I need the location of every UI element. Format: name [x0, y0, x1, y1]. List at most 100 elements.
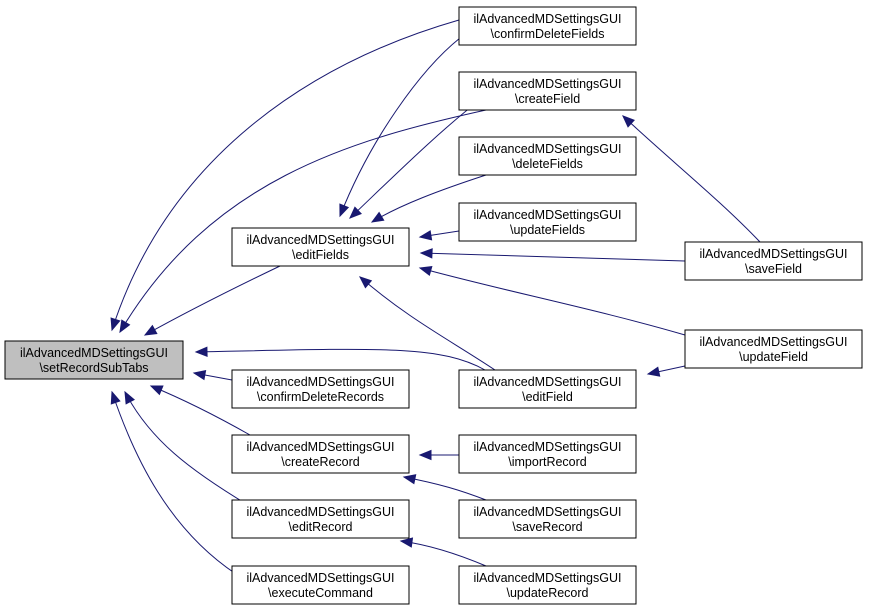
edge-updateRecord-to-editRecord: [399, 537, 487, 567]
edge-editField-to-editFields: [359, 276, 496, 371]
edge-line: [403, 476, 487, 501]
node-editField[interactable]: ilAdvancedMDSettingsGUI\editField: [458, 369, 637, 409]
node-class-label: ilAdvancedMDSettingsGUI: [474, 208, 622, 222]
node-class-label: ilAdvancedMDSettingsGUI: [247, 505, 395, 519]
node-deleteFields[interactable]: ilAdvancedMDSettingsGUI\deleteFields: [458, 136, 637, 176]
edge-executeCommand-to-setRecordSubTabs: [110, 390, 237, 575]
edge-line: [124, 391, 249, 506]
arrowhead: [646, 366, 661, 377]
edge-line: [339, 37, 461, 217]
arrowhead: [110, 317, 121, 332]
node-box: [231, 434, 410, 474]
node-method-label: \setRecordSubTabs: [39, 361, 148, 375]
node-box: [458, 136, 637, 176]
node-class-label: ilAdvancedMDSettingsGUI: [474, 375, 622, 389]
arrowhead: [349, 206, 362, 219]
edge-editField-to-setRecordSubTabs: [194, 346, 486, 371]
edge-line: [150, 385, 251, 436]
node-class-label: ilAdvancedMDSettingsGUI: [474, 12, 622, 26]
node-box: [458, 499, 637, 539]
node-method-label: \importRecord: [508, 455, 587, 469]
call-nodes: ilAdvancedMDSettingsGUI\setRecordSubTabs…: [4, 6, 863, 605]
node-importRecord[interactable]: ilAdvancedMDSettingsGUI\importRecord: [458, 434, 637, 474]
node-method-label: \createField: [515, 92, 580, 106]
node-setRecordSubTabs[interactable]: ilAdvancedMDSettingsGUI\setRecordSubTabs: [4, 340, 184, 380]
edge-createRecord-to-setRecordSubTabs: [149, 385, 251, 436]
node-method-label: \editRecord: [289, 520, 353, 534]
arrowhead: [339, 203, 350, 218]
node-confirmDeleteRecords[interactable]: ilAdvancedMDSettingsGUI\confirmDeleteRec…: [231, 369, 410, 409]
node-method-label: \updateFields: [510, 223, 585, 237]
arrowhead: [119, 319, 131, 334]
edge-confirmDeleteFields-to-setRecordSubTabs: [110, 19, 460, 332]
node-class-label: ilAdvancedMDSettingsGUI: [247, 440, 395, 454]
node-editRecord[interactable]: ilAdvancedMDSettingsGUI\editRecord: [231, 499, 410, 539]
edge-line: [195, 348, 486, 371]
edge-line: [420, 252, 686, 262]
node-updateRecord[interactable]: ilAdvancedMDSettingsGUI\updateRecord: [458, 565, 637, 605]
arrowhead: [192, 369, 207, 381]
node-method-label: \deleteFields: [512, 157, 583, 171]
node-method-label: \updateRecord: [506, 586, 588, 600]
node-saveRecord[interactable]: ilAdvancedMDSettingsGUI\saveRecord: [458, 499, 637, 539]
node-method-label: \editFields: [292, 248, 349, 262]
node-box: [458, 6, 637, 46]
node-box: [684, 329, 863, 369]
arrowhead: [194, 346, 208, 358]
node-class-label: ilAdvancedMDSettingsGUI: [474, 440, 622, 454]
node-box: [4, 340, 184, 380]
node-method-label: \editField: [522, 390, 573, 404]
node-updateFields[interactable]: ilAdvancedMDSettingsGUI\updateFields: [458, 202, 637, 242]
edge-updateFields-to-editFields: [418, 230, 460, 241]
edge-line: [111, 19, 460, 331]
node-createField[interactable]: ilAdvancedMDSettingsGUI\createField: [458, 71, 637, 111]
edge-line: [144, 265, 281, 336]
node-updateField[interactable]: ilAdvancedMDSettingsGUI\updateField: [684, 329, 863, 369]
edge-deleteFields-to-editFields: [370, 174, 487, 223]
edge-saveRecord-to-createRecord: [402, 474, 487, 501]
node-box: [458, 369, 637, 409]
node-executeCommand[interactable]: ilAdvancedMDSettingsGUI\executeCommand: [231, 565, 410, 605]
node-class-label: ilAdvancedMDSettingsGUI: [247, 571, 395, 585]
edge-saveField-to-editFields: [419, 248, 686, 262]
arrowhead: [399, 537, 414, 548]
node-class-label: ilAdvancedMDSettingsGUI: [474, 142, 622, 156]
node-method-label: \createRecord: [281, 455, 360, 469]
arrowhead: [622, 115, 635, 128]
node-method-label: \updateField: [739, 350, 808, 364]
node-class-label: ilAdvancedMDSettingsGUI: [700, 247, 848, 261]
node-box: [458, 565, 637, 605]
edge-saveField-to-createField: [622, 115, 761, 243]
node-box: [458, 71, 637, 111]
node-class-label: ilAdvancedMDSettingsGUI: [474, 505, 622, 519]
node-method-label: \confirmDeleteRecords: [257, 390, 384, 404]
arrowhead: [149, 385, 164, 396]
node-method-label: \saveField: [745, 262, 802, 276]
node-confirmDeleteFields[interactable]: ilAdvancedMDSettingsGUI\confirmDeleteFie…: [458, 6, 637, 46]
edge-createField-to-setRecordSubTabs: [119, 109, 487, 334]
node-createRecord[interactable]: ilAdvancedMDSettingsGUI\createRecord: [231, 434, 410, 474]
node-saveField[interactable]: ilAdvancedMDSettingsGUI\saveField: [684, 241, 863, 281]
node-method-label: \saveRecord: [512, 520, 582, 534]
edge-updateField-to-editFields: [418, 266, 686, 336]
node-class-label: ilAdvancedMDSettingsGUI: [247, 233, 395, 247]
edge-line: [622, 115, 761, 243]
arrowhead: [402, 474, 417, 485]
node-class-label: ilAdvancedMDSettingsGUI: [474, 571, 622, 585]
arrowhead: [359, 276, 373, 289]
call-edges: [110, 19, 761, 575]
node-box: [458, 202, 637, 242]
edge-line: [359, 276, 496, 371]
node-box: [231, 227, 410, 267]
node-box: [458, 434, 637, 474]
edge-line: [119, 109, 487, 333]
node-editFields[interactable]: ilAdvancedMDSettingsGUI\editFields: [231, 227, 410, 267]
node-class-label: ilAdvancedMDSettingsGUI: [474, 77, 622, 91]
edge-line: [419, 267, 686, 336]
edge-confirmDeleteRecords-to-setRecordSubTabs: [192, 369, 233, 381]
node-box: [684, 241, 863, 281]
edge-updateField-to-editField: [646, 365, 686, 377]
edge-editRecord-to-setRecordSubTabs: [124, 390, 249, 506]
node-method-label: \confirmDeleteFields: [491, 27, 605, 41]
edge-line: [111, 391, 237, 575]
